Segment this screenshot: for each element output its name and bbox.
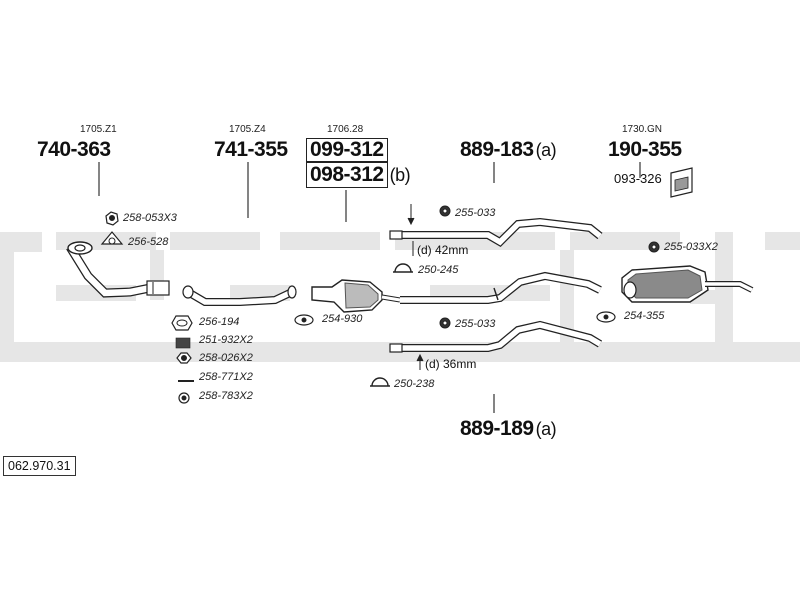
catalyst-part-b: 098-312 <box>306 162 388 188</box>
small-part-258-053: 258-053X3 <box>123 212 177 224</box>
small-part-258-026: 258-026X2 <box>199 352 253 364</box>
hardware-icons <box>100 205 660 404</box>
catalyst-drawing <box>311 279 401 313</box>
catalyst-part-a: 099-312 <box>306 138 388 162</box>
front-pipe-drawing <box>66 241 170 298</box>
small-part-256-528: 256-528 <box>128 236 169 248</box>
rear-silencer-code: 1730.GN <box>622 124 663 135</box>
small-part-254-355: 254-355 <box>624 310 665 322</box>
rear-silencer-drawing <box>621 265 754 303</box>
upper-pipe-part-number: 889-183 <box>460 138 534 161</box>
bracket-drawing <box>670 167 693 198</box>
front-pipe-code: 1705.Z1 <box>80 124 117 135</box>
mid-pipe-code: 1705.Z4 <box>229 124 266 135</box>
lower-pipe-drawing <box>389 320 603 370</box>
rear-silencer-part-number: 190-355 <box>608 138 682 161</box>
small-part-255-033-top: 255-033 <box>455 207 496 219</box>
small-part-250-238: 250-238 <box>394 378 435 390</box>
small-part-258-783: 258-783X2 <box>199 390 253 402</box>
upper-pipe-drawing <box>389 204 603 256</box>
lower-pipe-suffix: (a) <box>535 419 557 439</box>
mid-pipe-part-number: 741-355 <box>214 138 288 161</box>
upper-pipe-suffix: (a) <box>535 140 557 160</box>
mid-pipe-drawing <box>182 285 297 306</box>
front-pipe-part-number: 740-363 <box>37 138 111 161</box>
small-part-251-932: 251-932X2 <box>199 334 253 346</box>
upper-pipe-part-group: 889-183(a) <box>460 138 557 161</box>
catalyst-part-b-group: 098-312(b) <box>306 162 411 188</box>
catalog-number: 062.970.31 <box>3 456 76 476</box>
upper-diameter-label: (d) 42mm <box>417 243 469 257</box>
lower-pipe-part-number: 889-189 <box>460 417 534 440</box>
small-part-258-771: 258-771X2 <box>199 371 253 383</box>
lower-diameter-label: (d) 36mm <box>425 357 477 371</box>
bracket-part-number: 093-326 <box>614 171 662 186</box>
small-part-250-245: 250-245 <box>418 264 459 276</box>
small-part-255-033x2: 255-033X2 <box>664 241 718 253</box>
lower-pipe-part-group: 889-189(a) <box>460 417 557 440</box>
catalyst-code: 1706.28 <box>327 124 364 135</box>
middle-pipe-drawing <box>400 271 602 304</box>
leader-lines <box>98 162 641 413</box>
small-part-255-033-bottom: 255-033 <box>455 318 496 330</box>
small-part-254-930: 254-930 <box>322 313 363 325</box>
catalyst-part-b-suffix: (b) <box>389 165 411 185</box>
small-part-256-194: 256-194 <box>199 316 240 328</box>
